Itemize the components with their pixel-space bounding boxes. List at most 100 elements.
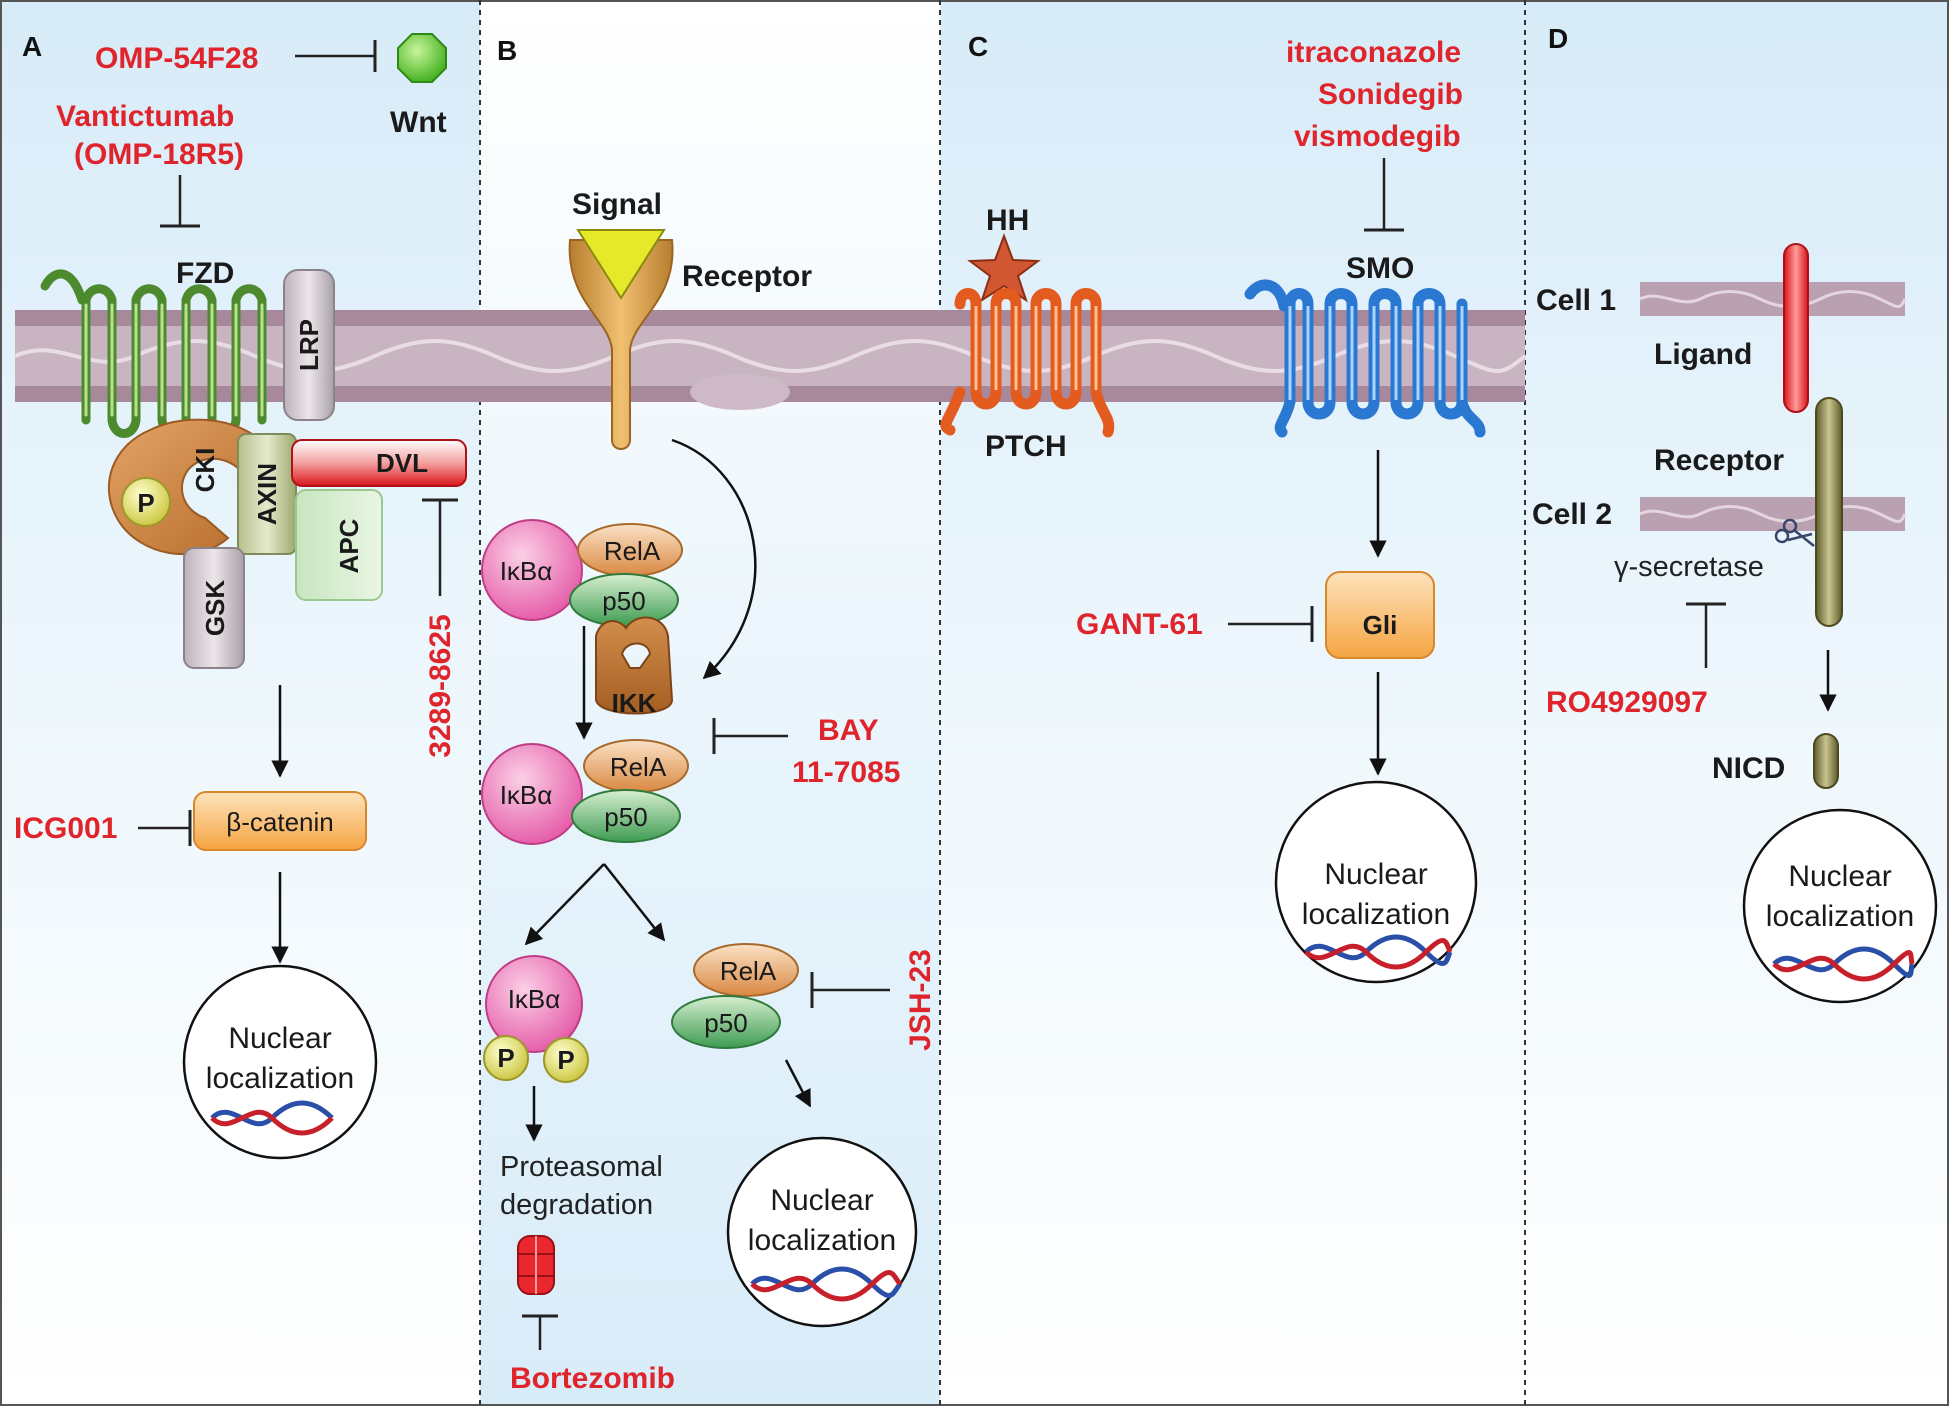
lrp-label: LRP — [294, 319, 324, 371]
cki-label: CKI — [190, 448, 220, 493]
nucleus-a-line1: Nuclear — [228, 1022, 331, 1055]
ikba-complex1 — [481, 519, 583, 621]
smo-receptor-icon — [1244, 279, 1486, 438]
nucleus-d-line1: Nuclear — [1788, 860, 1891, 893]
nicd-label: NICD — [1712, 752, 1785, 785]
nucleus-b-line1: Nuclear — [770, 1184, 873, 1217]
ligand-label: Ligand — [1654, 338, 1752, 371]
nfkb-receptor — [568, 239, 674, 450]
nicd-fragment — [1813, 733, 1839, 789]
wnt-label: Wnt — [390, 106, 447, 139]
phospho-icon-1 — [483, 1035, 529, 1081]
nucleus-d — [1742, 808, 1938, 1004]
gli-label: Gli — [1363, 610, 1398, 640]
nucleus-c-line1: Nuclear — [1324, 858, 1427, 891]
scissors-icon — [1774, 518, 1815, 547]
panel-c: C itraconazole Sonidegib vismodegib HH P… — [940, 31, 1486, 984]
phospho-label-2: P — [557, 1045, 574, 1075]
panel-a: A OMP-54F28 Wnt Vantictumab (OMP-18R5) F… — [14, 31, 467, 1160]
membrane-texture — [14, 339, 1527, 373]
p50-complex2 — [571, 789, 681, 843]
drug-bortezomib: Bortezomib — [510, 1362, 675, 1395]
panel-d: D Cell 1 Ligand Receptor Cell 2 γ-secret… — [1532, 23, 1938, 1004]
ikba-free — [485, 955, 583, 1053]
cki-phospho-icon — [121, 477, 171, 527]
panel-b-letter: B — [497, 35, 517, 66]
drug-vismodegib: vismodegib — [1294, 120, 1461, 153]
wnt-ligand-icon — [397, 33, 447, 83]
ikk-kinase — [595, 616, 674, 715]
cell2-label: Cell 2 — [1532, 498, 1612, 531]
nucleus-c — [1274, 780, 1478, 984]
arrow-to-ikba-free — [524, 863, 605, 946]
ptch-label: PTCH — [985, 430, 1067, 463]
smo-label: SMO — [1346, 252, 1414, 285]
gsk-kinase — [183, 547, 245, 669]
membrane — [14, 282, 1907, 531]
gli-box — [1325, 571, 1435, 659]
panel-c-bg — [940, 0, 1525, 1406]
drug-omp-54f28: OMP-54F28 — [95, 42, 258, 75]
dna-icon-c — [1304, 934, 1453, 970]
panel-a-letter: A — [22, 31, 42, 62]
signal-triangle-icon — [576, 229, 666, 300]
p50-free — [671, 995, 781, 1049]
panel-c-letter: C — [968, 31, 988, 62]
dna-icon-d — [1772, 946, 1915, 982]
nucleus-d-line2: localization — [1766, 900, 1914, 933]
drug-bay-line1: BAY — [818, 714, 879, 747]
axin-label: AXIN — [252, 463, 282, 525]
dna-icon-a — [210, 1100, 334, 1136]
phospho-label-1: P — [497, 1043, 514, 1073]
arrow-to-nucleus-b — [784, 1059, 812, 1108]
rela-label-1: RelA — [604, 536, 661, 566]
receptor-b-label: Receptor — [682, 260, 812, 293]
notch-receptor — [1815, 397, 1843, 627]
p50-label-1: p50 — [602, 586, 645, 616]
drug-itraconazole: itraconazole — [1286, 36, 1461, 69]
fzd-receptor-highlight — [84, 303, 264, 417]
cell1-label: Cell 1 — [1536, 284, 1616, 317]
gsk-label: GSK — [200, 580, 230, 637]
membrane-cell1 — [1640, 282, 1905, 316]
signal-label: Signal — [572, 188, 662, 221]
membrane-cell2 — [1640, 497, 1905, 531]
membrane-lipid-raft — [690, 374, 790, 410]
ptch-receptor-icon — [940, 288, 1115, 438]
dvl-label: DVL — [376, 448, 428, 478]
ikba-label-2: IκBα — [500, 780, 553, 810]
hh-label: HH — [986, 204, 1029, 237]
fzd-label: FZD — [176, 257, 234, 290]
arrow-to-nfkb-free — [603, 863, 666, 942]
arrow-receptor-to-ikk — [671, 438, 757, 680]
nucleus-a-line2: localization — [206, 1062, 354, 1095]
membrane-top-heads — [15, 310, 1525, 326]
secretase-label: γ-secretase — [1614, 551, 1764, 583]
panel-a-bg — [0, 0, 480, 1406]
ikba-label-1: IκBα — [500, 556, 553, 586]
notch-ligand — [1783, 243, 1809, 413]
dvl-protein — [291, 439, 467, 487]
drug-omp-18r5: (OMP-18R5) — [74, 138, 244, 171]
nucleus-a — [182, 964, 378, 1160]
axin-scaffold — [237, 433, 297, 555]
smo-highlight — [1288, 306, 1464, 400]
degradation-line1: Proteasomal — [500, 1151, 663, 1183]
proteasome-icon — [517, 1235, 555, 1295]
degradation-line2: degradation — [500, 1189, 653, 1221]
panel-b: B Signal Receptor IκBα RelA p50 IKK BAY … — [481, 35, 937, 1395]
rela-free — [693, 943, 799, 997]
rela-label-3: RelA — [720, 956, 777, 986]
lrp-coreceptor — [283, 269, 335, 421]
beta-catenin-label: β-catenin — [226, 807, 333, 837]
drug-3289-8625: 3289-8625 — [424, 614, 457, 757]
drug-gant-61: GANT-61 — [1076, 608, 1203, 641]
ptch-highlight — [974, 306, 1098, 390]
drug-icg001: ICG001 — [14, 812, 117, 845]
drug-ro4929097: RO4929097 — [1546, 686, 1708, 719]
nucleus-c-line2: localization — [1302, 898, 1450, 931]
